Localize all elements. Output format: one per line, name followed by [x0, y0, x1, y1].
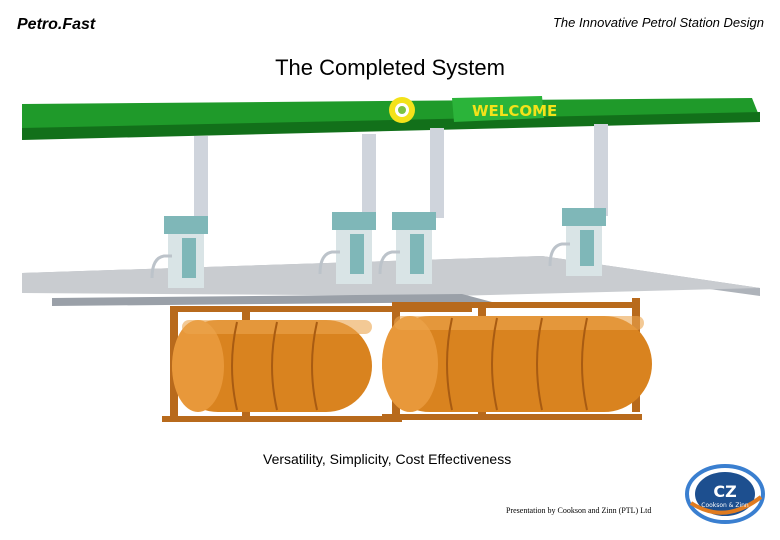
- logo-name: Cookson & Zinn: [701, 502, 749, 509]
- fuel-dispenser: [548, 208, 606, 276]
- fuel-dispenser: [378, 212, 436, 284]
- fuel-dispenser: [318, 212, 376, 284]
- company-logo: CZ Cookson & Zinn: [685, 464, 765, 524]
- fuel-dispenser: [150, 216, 208, 288]
- presentation-credit: Presentation by Cookson and Zinn (PTL) L…: [506, 506, 652, 515]
- forecourt-slab: [22, 256, 760, 306]
- slide-caption: Versatility, Simplicity, Cost Effectiven…: [263, 451, 512, 467]
- logo-monogram: CZ: [713, 482, 736, 501]
- petrol-station-illustration: WELCOME: [22, 96, 760, 422]
- canopy-sign: WELCOME: [472, 102, 557, 120]
- canopy-columns: [194, 124, 608, 218]
- storage-tank: [172, 320, 372, 412]
- slide-tagline: The Innovative Petrol Station Design: [552, 15, 764, 30]
- brand-name: Petro.Fast: [17, 16, 96, 33]
- storage-tank: [382, 316, 652, 412]
- canopy-logo: [389, 97, 415, 123]
- slide-title: The Completed System: [275, 55, 505, 80]
- canopy: [22, 96, 760, 140]
